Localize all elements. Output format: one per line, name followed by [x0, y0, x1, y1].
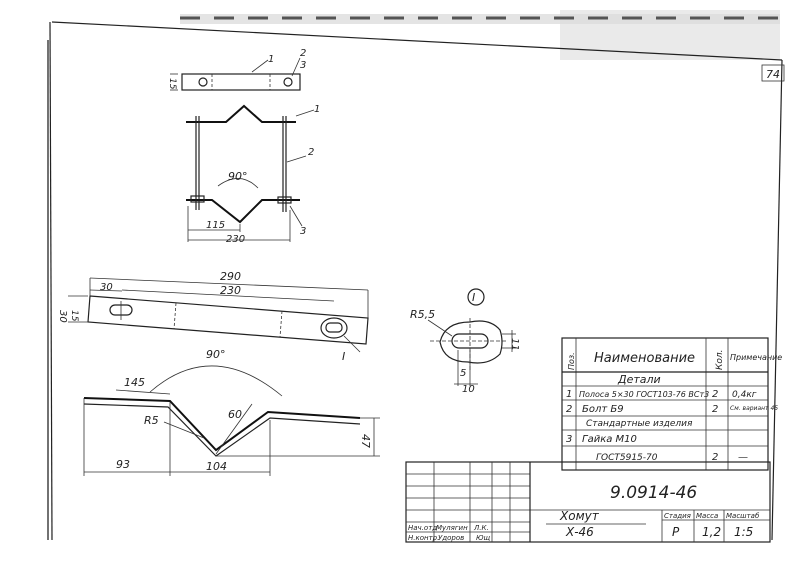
detail-radius: R5,5	[410, 308, 435, 321]
bolt-hole-right	[283, 77, 293, 87]
sheet-frame	[47, 21, 783, 541]
bent-radius: R5	[144, 414, 159, 427]
page-number-box: 74	[761, 64, 785, 82]
parts-header-name: Наименование	[594, 351, 695, 366]
clamp-dim-230: 230	[226, 234, 245, 245]
bolt-hole-left	[198, 77, 208, 87]
title-block: 9.0914-46 Хомут Х-46 Стадия Масса Масшта…	[405, 461, 771, 543]
strip-section-mark: I	[342, 350, 345, 363]
top-view-dim-15: 15	[167, 78, 177, 90]
bent-view: 90° 145 60 R5 93 104 47	[83, 348, 380, 476]
role-1: Нач.отд	[408, 524, 437, 532]
top-view-strip	[181, 73, 301, 91]
sign-1: Л.К.	[473, 524, 489, 532]
clamp-angle: 90°	[228, 170, 248, 183]
clamp-label-3: 3	[300, 226, 306, 237]
doc-number: 9.0914-46	[610, 483, 697, 503]
name-1: Мулягин	[436, 524, 468, 532]
detail-dim-5: 5	[460, 368, 466, 379]
clamp-top-strip	[186, 104, 296, 123]
strip-dim-230: 230	[220, 284, 241, 297]
scale-value: 1:5	[734, 525, 753, 539]
strip-dim-290-line	[89, 277, 369, 291]
parts-row-2-pos: 2	[566, 404, 572, 415]
top-view: 15 1 2 3	[167, 48, 306, 91]
bent-dim-47: 47	[359, 434, 372, 448]
strip-dim-290: 290	[220, 270, 241, 283]
clamp-angle-arc	[217, 178, 259, 189]
bent-strip	[83, 397, 361, 452]
clamp-label-2: 2	[308, 147, 314, 158]
mass-label: Масса	[696, 512, 718, 520]
detail-outline	[439, 320, 503, 364]
parts-section-standard: Стандартные изделия	[586, 419, 693, 429]
bent-dim-93: 93	[116, 458, 130, 471]
detail-dim-11: 11	[509, 338, 520, 351]
detail-dim-10: 10	[462, 384, 475, 395]
strip-slot-right-outer	[320, 317, 348, 339]
strip-slot-right	[325, 322, 343, 333]
clamp-view: 90° 1 2 3 115 230	[186, 104, 320, 245]
parts-header-pos: Поз.	[567, 352, 576, 370]
parts-row-2-name: Болт Б9	[582, 404, 624, 415]
top-view-label-1: 1	[268, 54, 274, 65]
clamp-label-1: 1	[314, 104, 320, 115]
parts-row-1-qty: 2	[712, 389, 718, 400]
role-2: Н.контр.	[408, 534, 439, 542]
top-view-label-3: 3	[300, 60, 306, 71]
top-view-label-2: 2	[300, 48, 306, 59]
scan-top-edge	[180, 10, 780, 60]
page-number: 74	[766, 68, 780, 81]
parts-table: Поз. Наименование Кол. Приме­чание Детал…	[561, 337, 782, 471]
detail-title: I	[472, 291, 475, 304]
clamp-bottom-strip	[186, 199, 300, 224]
parts-header-note: Приме­чание	[730, 353, 782, 362]
strip-dim-230-line	[121, 289, 335, 302]
parts-row-1-pos: 1	[566, 389, 572, 400]
sign-2: Ющ	[476, 534, 491, 542]
stage-label: Стадия	[664, 512, 691, 520]
strip-dim-30-top: 30	[100, 282, 113, 293]
detail-title-circle	[467, 288, 485, 306]
scale-label: Масштаб	[726, 512, 760, 520]
title-line-2: Х-46	[565, 525, 594, 539]
parts-row-1-name: Полоса 5×30 ГОСТ103-76 ВСт3	[579, 390, 709, 399]
bent-angle: 90°	[206, 348, 226, 361]
parts-row-2-qty: 2	[712, 404, 718, 415]
parts-std-row-1-pos: 3	[566, 434, 572, 445]
bent-dim-60: 60	[228, 408, 242, 421]
parts-row-1-note: 0,4кг	[732, 390, 757, 400]
strip-view: 290 230 30 30 15 I	[57, 270, 369, 363]
parts-header-qty: Кол.	[715, 349, 725, 370]
parts-row-2-note: См. вариант 45	[730, 405, 778, 412]
name-2: Удоров	[438, 534, 464, 542]
strip-dim-30-side: 30	[57, 310, 68, 323]
mass-value: 1,2	[702, 525, 721, 539]
strip-dim-15: 15	[69, 310, 79, 322]
parts-std-row-2-note: —	[738, 452, 748, 463]
clamp-dim-115: 115	[206, 220, 225, 231]
parts-std-row-1-name: Гайка М10	[582, 434, 637, 445]
bent-angle-arc	[149, 365, 283, 397]
parts-std-row-2-qty: 2	[712, 452, 718, 463]
bent-dim-104: 104	[206, 460, 227, 473]
title-line-1: Хомут	[559, 509, 600, 523]
parts-std-row-2-name: ГОСТ5915-70	[596, 453, 658, 463]
bent-dim-145: 145	[124, 376, 145, 389]
stage-value: Р	[672, 525, 680, 539]
flat-strip	[87, 295, 369, 345]
parts-section-details: Детали	[617, 373, 661, 386]
detail-view: I R5,5 11 5 10	[410, 288, 520, 395]
